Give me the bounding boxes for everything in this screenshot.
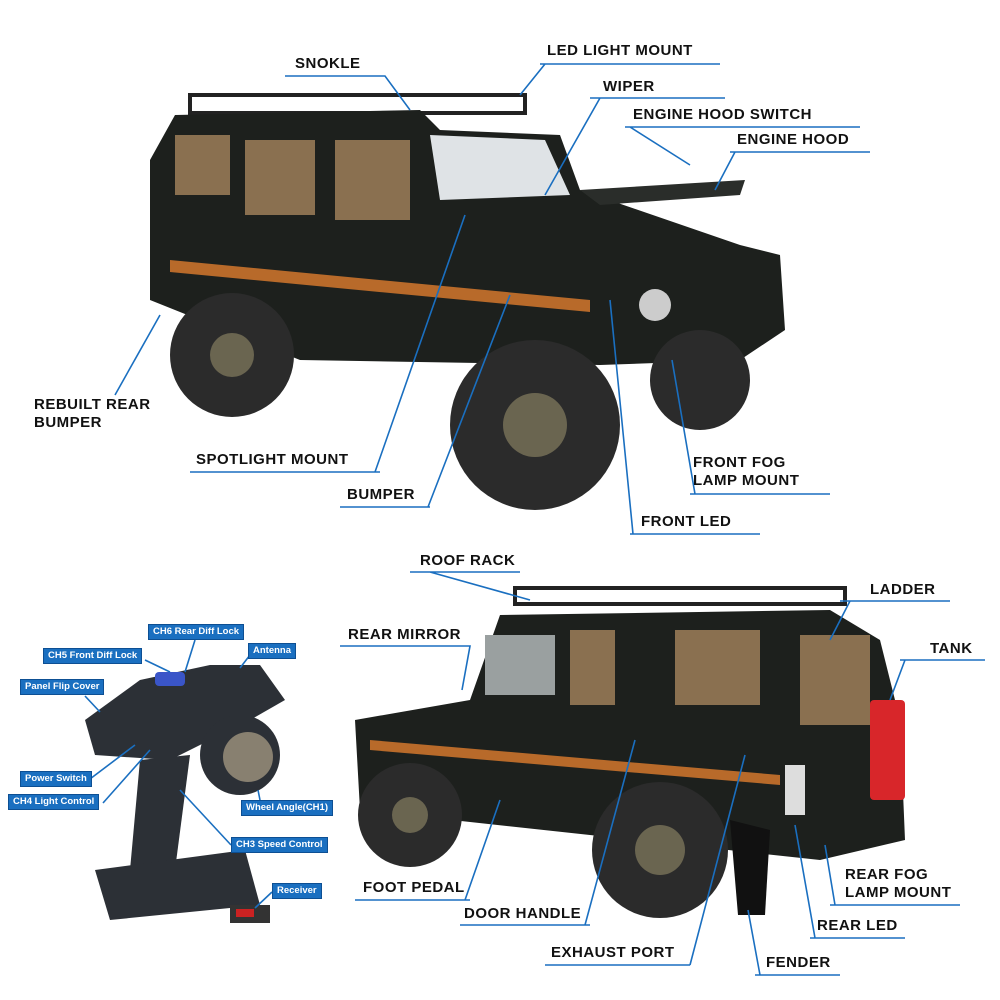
label-rear-mirror: REAR MIRROR [348, 626, 461, 643]
label-ladder: LADDER [870, 581, 936, 598]
label-front-led: FRONT LED [641, 513, 732, 530]
label-fender: FENDER [766, 954, 831, 971]
label-receiver: Receiver [272, 883, 322, 899]
label-engine-hood-switch: ENGINE HOOD SWITCH [633, 106, 813, 123]
label-ch6-rear-diff-lock: CH6 Rear Diff Lock [148, 624, 245, 640]
label-panel-flip-cover: Panel Flip Cover [20, 679, 105, 695]
label-rear-led: REAR LED [817, 917, 898, 934]
label-line-2: LAMP MOUNT [845, 884, 952, 901]
label-ch5-front-diff-lock: CH5 Front Diff Lock [43, 648, 143, 664]
rear-truck [355, 586, 905, 918]
label-wheel-angle-ch1: Wheel Angle(CH1) [241, 800, 333, 816]
label-roof-rack: ROOF RACK [420, 552, 516, 569]
label-wiper: WIPER [603, 78, 655, 95]
label-line-2: BUMPER [34, 414, 103, 431]
label-antenna: Antenna [248, 643, 296, 659]
label-line-1: FRONT FOG [693, 454, 786, 471]
label-ch4-light-control: CH4 Light Control [8, 794, 100, 810]
front-truck [150, 93, 785, 510]
leader-lines [84, 63, 985, 976]
label-snokle: SNOKLE [295, 55, 361, 72]
label-power-switch: Power Switch [20, 771, 92, 787]
label-ch3-speed-control: CH3 Speed Control [231, 837, 328, 853]
label-line-1: REBUILT REAR [34, 396, 151, 413]
label-door-handle: DOOR HANDLE [464, 905, 582, 922]
label-led-light-mount: LED LIGHT MOUNT [547, 42, 693, 59]
label-line-1: REAR FOG [845, 866, 929, 883]
label-spotlight-mount: SPOTLIGHT MOUNT [196, 451, 349, 468]
label-tank: TANK [930, 640, 973, 657]
label-exhaust-port: EXHAUST PORT [551, 944, 675, 961]
label-engine-hood: ENGINE HOOD [737, 131, 850, 148]
remote-controller [85, 665, 285, 923]
label-foot-pedal: FOOT PEDAL [363, 879, 465, 896]
label-line-2: LAMP MOUNT [693, 472, 800, 489]
label-bumper: BUMPER [347, 486, 416, 503]
